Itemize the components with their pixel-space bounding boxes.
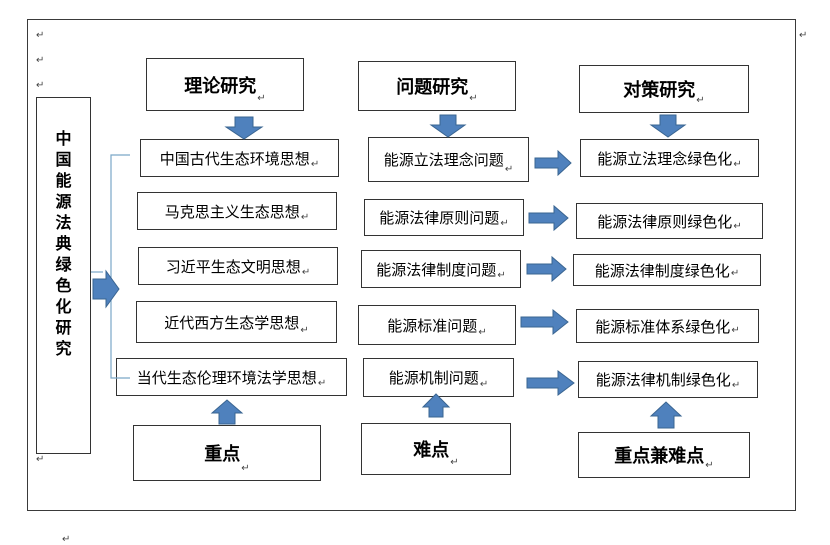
header-problem: 问题研究↵ (358, 61, 516, 111)
problem-item: 能源法律原则问题↵ (364, 199, 524, 236)
arrow-down-icon (224, 116, 264, 140)
strategy-item: 能源法律制度绿色化↵ (573, 254, 761, 286)
title-char: 化 (55, 297, 72, 316)
header-strategy: 对策研究↵ (579, 65, 749, 113)
theory-bracket (110, 154, 130, 379)
arrow-right-icon (528, 204, 569, 232)
arrow-up-icon (210, 399, 244, 425)
theory-item: 马克思主义生态思想↵ (137, 192, 337, 230)
arrow-right-icon (534, 149, 572, 177)
title-char: 绿 (55, 255, 72, 274)
paragraph-mark: ↵ (36, 454, 45, 465)
arrow-up-icon (421, 393, 451, 418)
strategy-item: 能源法律原则绿色化↵ (576, 203, 763, 239)
title-char: 法 (55, 213, 72, 232)
title-char: 研 (55, 318, 72, 337)
arrow-down-icon (429, 114, 467, 138)
difficulties-box: 难点↵ (361, 423, 511, 475)
theory-item: 近代西方生态学思想↵ (136, 301, 337, 343)
arrow-right-icon (526, 255, 567, 283)
theory-item: 习近平生态文明思想↵ (138, 247, 338, 285)
header-theory: 理论研究↵ (146, 58, 304, 111)
theory-item: 当代生态伦理环境法学思想↵ (116, 358, 347, 396)
title-char: 国 (55, 150, 72, 169)
title-char: 源 (55, 192, 72, 211)
key-and-difficult-box: 重点兼难点↵ (578, 432, 750, 478)
key-points-box: 重点↵ (133, 425, 321, 481)
problem-item: 能源机制问题↵ (363, 358, 514, 397)
problem-item: 能源法律制度问题↵ (361, 250, 521, 288)
arrow-right-icon (520, 308, 569, 336)
problem-item: 能源立法理念问题↵ (368, 137, 529, 182)
vertical-title-box: 中 国 能 源 法 典 绿 色 化 研 究 (36, 97, 91, 454)
title-char: 究 (55, 339, 72, 358)
strategy-item: 能源法律机制绿色化↵ (578, 361, 758, 398)
title-char: 能 (55, 171, 72, 190)
paragraph-mark: ↵ (36, 80, 45, 91)
arrow-right-icon (526, 370, 575, 396)
strategy-item: 能源立法理念绿色化↵ (580, 139, 759, 177)
diagram-frame (27, 19, 796, 511)
paragraph-mark: ↵ (36, 55, 45, 66)
paragraph-mark: ↵ (36, 30, 45, 41)
title-char: 典 (55, 234, 72, 253)
title-char: 色 (55, 276, 72, 295)
title-char: 中 (55, 129, 72, 148)
strategy-item: 能源标准体系绿色化↵ (576, 309, 759, 343)
arrow-up-icon (649, 401, 683, 429)
theory-item: 中国古代生态环境思想↵ (140, 139, 339, 177)
arrow-down-icon (649, 114, 687, 138)
arrow-right-icon (92, 269, 120, 309)
paragraph-mark: ↵ (799, 30, 808, 41)
paragraph-mark: ↵ (62, 534, 71, 545)
problem-item: 能源标准问题↵ (358, 305, 516, 345)
